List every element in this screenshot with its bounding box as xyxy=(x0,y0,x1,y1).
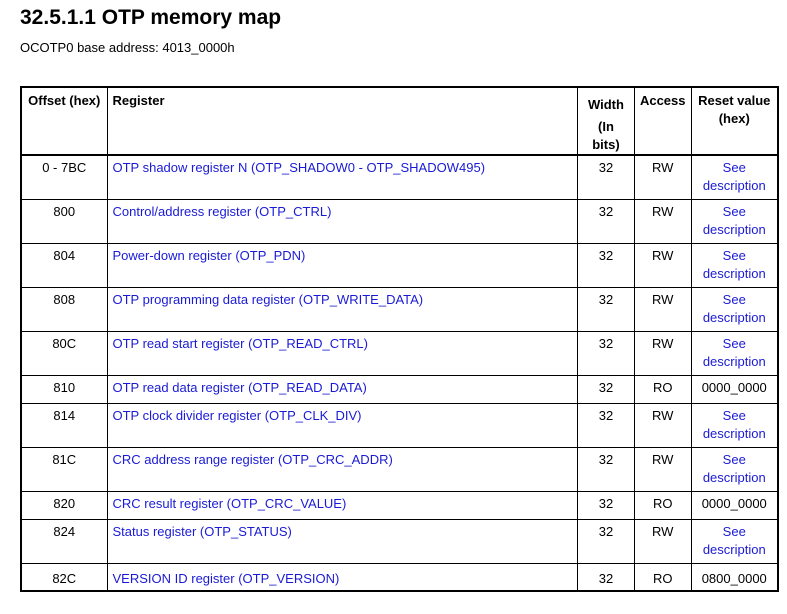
cell-width: 32 xyxy=(576,402,635,448)
reset-line1: See xyxy=(722,335,746,351)
reset-see-description-link[interactable]: See description xyxy=(690,286,779,332)
cell-offset: 804 xyxy=(20,242,108,288)
register-link[interactable]: CRC result register (OTP_CRC_VALUE) xyxy=(106,490,578,520)
table-row: 0 - 7BC OTP shadow register N (OTP_SHADO… xyxy=(20,154,779,200)
cell-offset: 820 xyxy=(20,490,108,520)
header-width: Width (In bits) xyxy=(576,86,635,156)
section-heading: 32.5.1.1 OTP memory map xyxy=(20,6,282,29)
reset-see-description-link[interactable]: See description xyxy=(690,518,779,564)
reset-line2: description xyxy=(702,541,766,557)
cell-reset: 0800_0000 xyxy=(690,562,779,592)
table-row: 810 OTP read data register (OTP_READ_DAT… xyxy=(20,374,779,404)
base-address-text: OCOTP0 base address: 4013_0000h xyxy=(20,40,235,55)
cell-width: 32 xyxy=(576,490,635,520)
reset-line2: description xyxy=(702,469,766,485)
reset-see-description-link[interactable]: See description xyxy=(690,242,779,288)
table-header-row: Offset (hex) Register Width (In bits) Ac… xyxy=(20,86,779,156)
reset-line1: See xyxy=(722,247,746,263)
header-offset: Offset (hex) xyxy=(20,86,108,156)
reset-see-description-link[interactable]: See description xyxy=(690,330,779,376)
memory-map-table: Offset (hex) Register Width (In bits) Ac… xyxy=(20,86,779,592)
cell-access: RW xyxy=(633,518,692,564)
table-row: 81C CRC address range register (OTP_CRC_… xyxy=(20,446,779,492)
header-reset: Reset value (hex) xyxy=(690,86,779,156)
header-reset-line1: Reset value xyxy=(698,93,771,108)
reset-see-description-link[interactable]: See description xyxy=(690,402,779,448)
reset-see-description-link[interactable]: See description xyxy=(690,154,779,200)
table-row: 82C VERSION ID register (OTP_VERSION) 32… xyxy=(20,562,779,592)
header-width-line2: (In bits) xyxy=(592,119,620,152)
header-reset-line2: (hex) xyxy=(718,111,750,126)
cell-offset: 80C xyxy=(20,330,108,376)
reset-line2: description xyxy=(702,265,766,281)
cell-offset: 82C xyxy=(20,562,108,592)
cell-width: 32 xyxy=(576,330,635,376)
register-link[interactable]: Status register (OTP_STATUS) xyxy=(106,518,578,564)
table-row: 808 OTP programming data register (OTP_W… xyxy=(20,286,779,332)
cell-access: RW xyxy=(633,286,692,332)
cell-width: 32 xyxy=(576,374,635,404)
reset-line2: description xyxy=(702,353,766,369)
reset-line1: See xyxy=(722,160,746,175)
cell-offset: 81C xyxy=(20,446,108,492)
cell-offset: 808 xyxy=(20,286,108,332)
cell-width: 32 xyxy=(576,154,635,200)
cell-width: 32 xyxy=(576,286,635,332)
header-width-line1: Width xyxy=(587,97,624,112)
cell-access: RW xyxy=(633,198,692,244)
register-link[interactable]: VERSION ID register (OTP_VERSION) xyxy=(106,562,578,592)
reset-line1: See xyxy=(722,291,746,307)
reset-line1: See xyxy=(722,451,746,467)
register-link[interactable]: OTP shadow register N (OTP_SHADOW0 - OTP… xyxy=(106,154,578,200)
cell-access: RW xyxy=(633,402,692,448)
cell-offset: 810 xyxy=(20,374,108,404)
reset-line1: See xyxy=(722,407,746,423)
cell-width: 32 xyxy=(576,242,635,288)
cell-access: RW xyxy=(633,242,692,288)
cell-offset: 0 - 7BC xyxy=(20,154,108,200)
cell-access: RO xyxy=(633,490,692,520)
table-row: 800 Control/address register (OTP_CTRL) … xyxy=(20,198,779,244)
table-row: 80C OTP read start register (OTP_READ_CT… xyxy=(20,330,779,376)
header-access: Access xyxy=(633,86,692,156)
cell-access: RW xyxy=(633,446,692,492)
cell-reset: 0000_0000 xyxy=(690,374,779,404)
cell-reset: 0000_0000 xyxy=(690,490,779,520)
register-link[interactable]: CRC address range register (OTP_CRC_ADDR… xyxy=(106,446,578,492)
reset-line2: description xyxy=(702,425,766,441)
register-link[interactable]: OTP read start register (OTP_READ_CTRL) xyxy=(106,330,578,376)
reset-line2: description xyxy=(702,221,766,237)
cell-access: RO xyxy=(633,562,692,592)
cell-width: 32 xyxy=(576,446,635,492)
table-row: 824 Status register (OTP_STATUS) 32 RW S… xyxy=(20,518,779,564)
register-link[interactable]: Control/address register (OTP_CTRL) xyxy=(106,198,578,244)
reset-line1: See xyxy=(722,203,746,219)
cell-access: RW xyxy=(633,154,692,200)
cell-access: RW xyxy=(633,330,692,376)
cell-width: 32 xyxy=(576,562,635,592)
table-row: 814 OTP clock divider register (OTP_CLK_… xyxy=(20,402,779,448)
cell-offset: 814 xyxy=(20,402,108,448)
reset-line2: description xyxy=(702,178,766,193)
register-link[interactable]: OTP programming data register (OTP_WRITE… xyxy=(106,286,578,332)
reset-line2: description xyxy=(702,309,766,325)
register-link[interactable]: Power-down register (OTP_PDN) xyxy=(106,242,578,288)
cell-width: 32 xyxy=(576,198,635,244)
cell-width: 32 xyxy=(576,518,635,564)
register-link[interactable]: OTP clock divider register (OTP_CLK_DIV) xyxy=(106,402,578,448)
reset-see-description-link[interactable]: See description xyxy=(690,446,779,492)
register-link[interactable]: OTP read data register (OTP_READ_DATA) xyxy=(106,374,578,404)
header-register: Register xyxy=(106,86,578,156)
reset-line1: See xyxy=(722,523,746,539)
cell-offset: 824 xyxy=(20,518,108,564)
table-row: 804 Power-down register (OTP_PDN) 32 RW … xyxy=(20,242,779,288)
table-row: 820 CRC result register (OTP_CRC_VALUE) … xyxy=(20,490,779,520)
cell-access: RO xyxy=(633,374,692,404)
cell-offset: 800 xyxy=(20,198,108,244)
reset-see-description-link[interactable]: See description xyxy=(690,198,779,244)
